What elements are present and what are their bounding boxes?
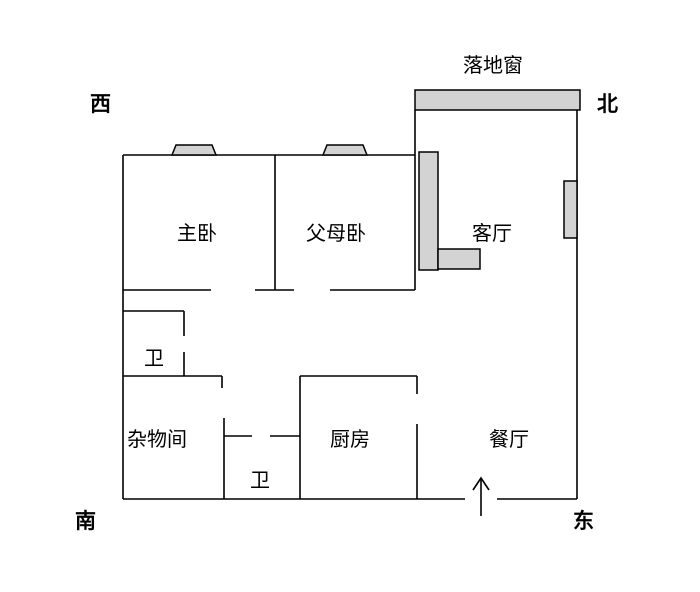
- room-label-bathroom-2: 卫: [250, 468, 270, 492]
- compass-north: 北: [597, 91, 618, 116]
- room-label-parents-bedroom: 父母卧: [306, 221, 366, 245]
- room-label-kitchen: 厨房: [330, 427, 370, 451]
- room-label-bathroom-1: 卫: [144, 346, 164, 370]
- entrance-arrow-icon: [472, 476, 490, 516]
- room-label-storage-room: 杂物间: [127, 427, 187, 451]
- compass-west: 西: [90, 91, 111, 116]
- floor-window-bar: [414, 89, 581, 111]
- walls: [122, 110, 578, 500]
- window-label: 落地窗: [463, 53, 523, 77]
- room-label-living-room: 客厅: [472, 221, 512, 245]
- compass-east: 东: [573, 508, 594, 533]
- sofa-chaise: [437, 248, 481, 270]
- master-bedroom-ac-unit: [170, 144, 218, 156]
- tv-cabinet: [563, 180, 578, 239]
- room-label-master-bedroom: 主卧: [177, 221, 217, 245]
- sofa-long: [418, 151, 439, 271]
- compass-south: 南: [75, 508, 96, 533]
- furniture: [170, 89, 581, 271]
- parents-bedroom-ac-unit: [321, 144, 369, 156]
- room-label-dining-room: 餐厅: [489, 427, 529, 451]
